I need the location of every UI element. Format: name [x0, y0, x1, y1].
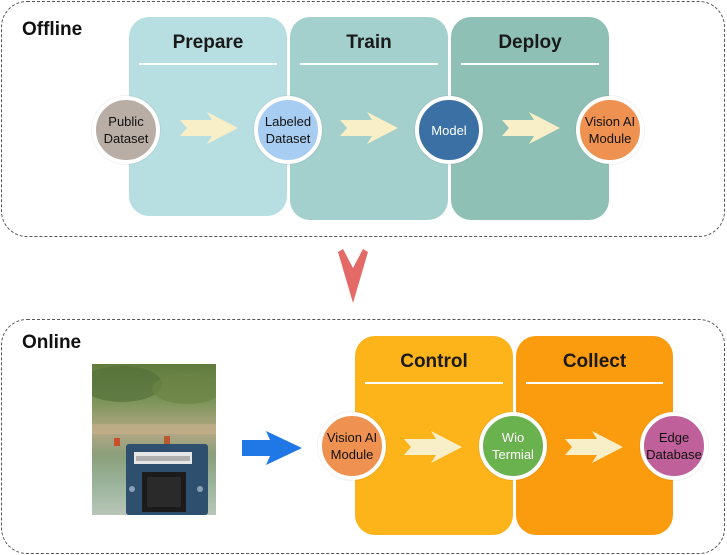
node-model: Model: [415, 96, 483, 164]
vision-module-photo: [92, 364, 216, 515]
stage-train-title: Train: [346, 32, 392, 53]
node-labeled-dataset-line1: Labeled: [264, 114, 312, 129]
node-vision-ai-module-offline-line1: Vision AI: [584, 114, 636, 129]
node-model-line1: Model: [431, 122, 467, 138]
node-wio-terminal-line1: Wio: [501, 430, 525, 445]
node-public-dataset-line1: Public: [108, 114, 144, 129]
flow-arrow-1: [180, 112, 238, 144]
node-wio-terminal-line2: Termial: [492, 447, 534, 462]
offline-label: Offline: [22, 19, 83, 40]
node-labeled-dataset-line2: Dataset: [265, 131, 311, 146]
node-vision-ai-module-online-line2: Module: [330, 447, 374, 462]
flow-arrow-4: [404, 431, 462, 463]
stage-collect-title: Collect: [562, 351, 627, 372]
flow-arrow-3: [502, 112, 560, 144]
stage-train-rule: [300, 63, 438, 65]
stage-collect-rule: [526, 382, 663, 384]
node-vision-ai-module-offline-line2: Module: [588, 131, 632, 146]
down-arrow: [338, 249, 368, 303]
node-vision-ai-module-online: Vision AI Module: [318, 412, 386, 480]
stage-prepare-title: Prepare: [172, 32, 244, 53]
node-vision-ai-module-online-line1: Vision AI: [326, 430, 378, 445]
stage-deploy-title: Deploy: [498, 32, 562, 53]
stage-control-rule: [365, 382, 503, 384]
online-label: Online: [22, 332, 82, 353]
stage-control-title: Control: [400, 351, 468, 372]
node-edge-database-line1: Edge: [658, 430, 690, 445]
stage-deploy-rule: [461, 63, 599, 65]
node-vision-ai-module-offline: Vision AI Module: [576, 96, 644, 164]
stage-prepare-rule: [139, 63, 277, 65]
flow-arrow-5: [565, 431, 623, 463]
input-arrow: [242, 431, 302, 465]
node-edge-database-line2: Database: [646, 447, 702, 462]
flow-arrow-2: [340, 112, 398, 144]
node-public-dataset-line2: Dataset: [103, 131, 149, 146]
